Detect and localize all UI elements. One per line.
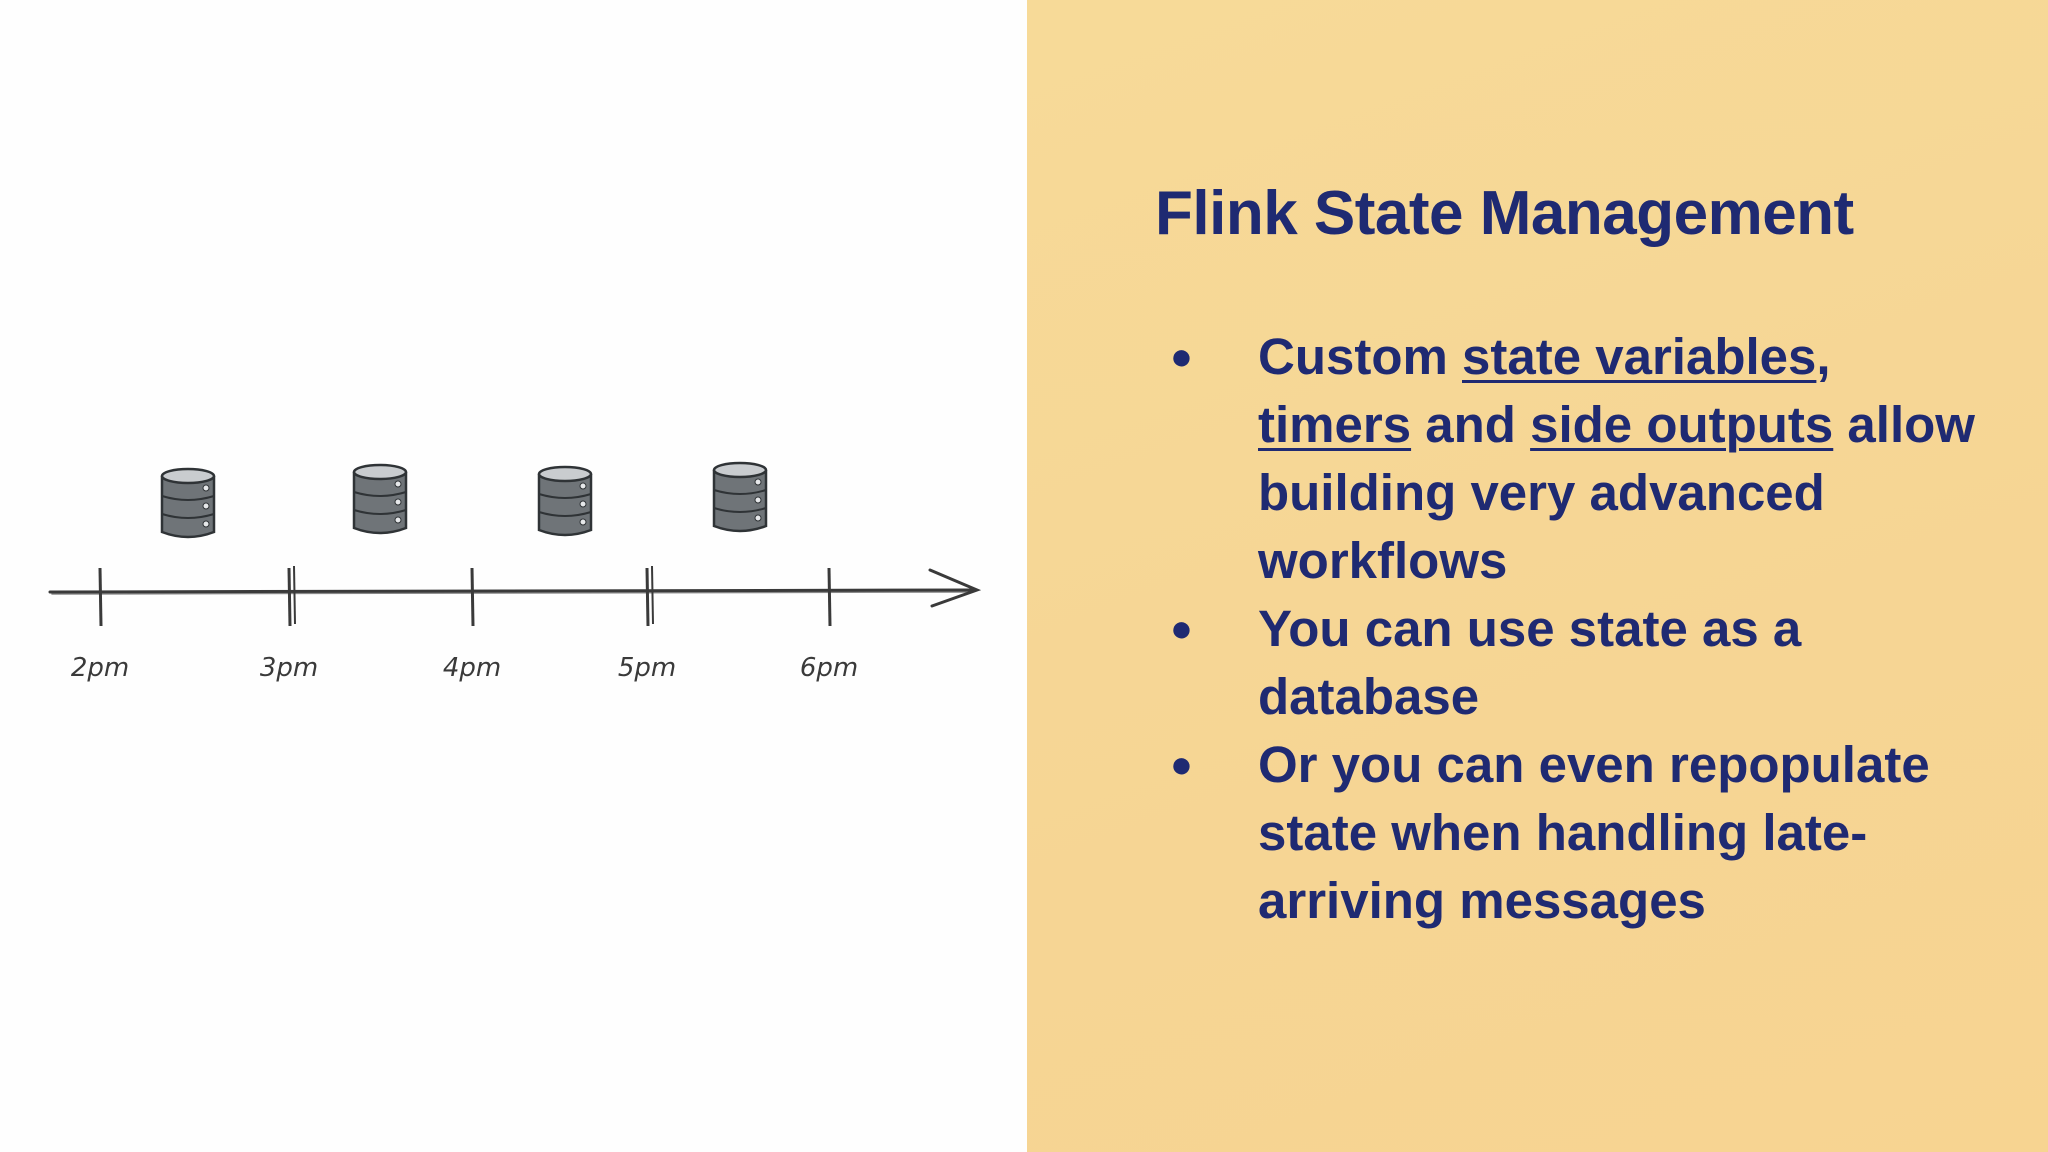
tick-label: 5pm xyxy=(618,653,676,683)
timeline-diagram: 2pm 3pm 4pm 5pm 6pm xyxy=(48,461,982,683)
bullet-text: allow building very advanced workflows xyxy=(1258,396,1975,589)
bullet-list: ● Custom state variables, timers and side… xyxy=(1170,323,1990,935)
database-icon xyxy=(712,461,768,533)
timeline-tick xyxy=(470,567,475,627)
database-icon xyxy=(352,463,408,535)
bullet-text: Or you can even repopulate state when ha… xyxy=(1258,736,1930,929)
timeline-tick xyxy=(293,565,296,625)
bullet-dot-icon: ● xyxy=(1170,336,1193,378)
bullet-text: Custom xyxy=(1258,328,1462,385)
timeline-ticks xyxy=(98,565,832,627)
bullet-dot-icon: ● xyxy=(1170,744,1193,786)
tick-label: 6pm xyxy=(800,653,858,683)
bullet-item: ● Custom state variables, timers and side… xyxy=(1170,323,1990,595)
timeline-tick xyxy=(651,565,654,625)
link-text[interactable]: timers xyxy=(1258,396,1412,453)
bullet-text: and xyxy=(1411,396,1531,453)
bullet-text: You can use state as a database xyxy=(1258,600,1802,725)
database-icon xyxy=(537,465,593,537)
text-panel xyxy=(1027,0,2048,1152)
timeline-tick-labels: 2pm 3pm 4pm 5pm 6pm xyxy=(71,653,858,683)
tick-label: 3pm xyxy=(260,653,318,683)
database-icons xyxy=(160,461,768,539)
bullet-dot-icon: ● xyxy=(1170,608,1193,650)
database-icon xyxy=(160,467,216,539)
diagram-panel: 2pm 3pm 4pm 5pm 6pm xyxy=(48,461,982,683)
bullet-text: , xyxy=(1816,328,1831,385)
link-text[interactable]: side outputs xyxy=(1530,396,1834,453)
tick-label: 2pm xyxy=(71,653,129,683)
link-text[interactable]: state variables xyxy=(1462,328,1817,385)
slide-title: Flink State Management xyxy=(1155,179,1854,248)
timeline-tick xyxy=(827,567,832,627)
timeline-tick xyxy=(287,567,292,627)
timeline-axis xyxy=(48,568,982,608)
bullet-item: ● Or you can even repopulate state when h… xyxy=(1170,731,1990,935)
timeline-tick xyxy=(98,567,103,627)
timeline-tick xyxy=(645,567,650,627)
tick-label: 4pm xyxy=(443,653,501,683)
bullet-item: ● You can use state as a database xyxy=(1170,595,1990,731)
